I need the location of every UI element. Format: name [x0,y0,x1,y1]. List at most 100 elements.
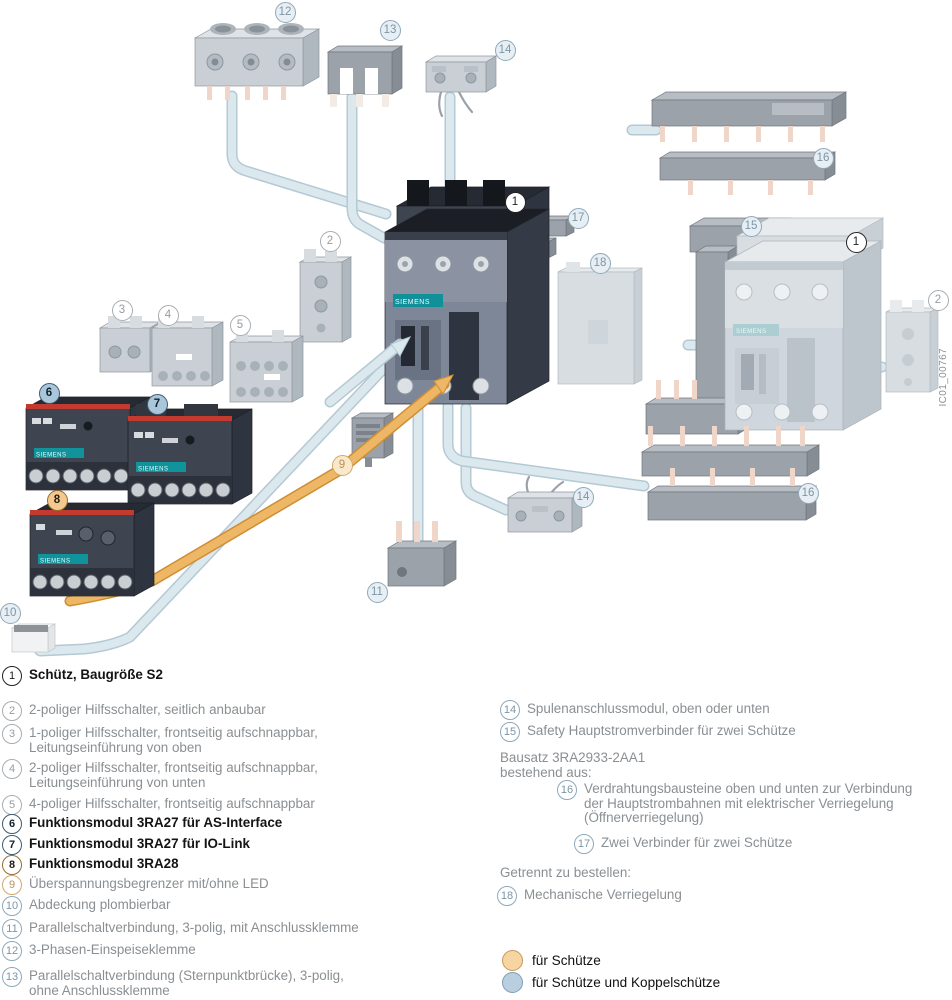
callout-16: 16 [797,482,819,504]
color-key-blue: für Schütze und Koppelschütze [502,972,720,993]
legend-label: 3-Phasen-Einspeiseklemme [29,942,196,957]
callout-9: 9 [331,454,353,476]
callout-1: 1 [504,191,526,213]
part-coil-connection-module-bottom [506,491,584,533]
part-brand-label: SIEMENS [138,467,169,473]
cable-arrowhead [433,374,455,395]
legend-note-line: Getrennt zu bestellen: [500,865,632,880]
part-aux-switch-2pole-front [151,316,224,387]
legend-callout-17: 17 [574,834,594,854]
legend-callout-2: 2 [2,701,22,721]
legend-callout-5: 5 [2,795,22,815]
legend-callout-7: 7 [2,835,22,855]
cable-arrowhead [390,336,412,357]
callout-4: 4 [157,304,179,326]
part-aux-switch-4pole-front [229,330,304,403]
callout-5: 5 [229,314,251,336]
figure-id: IC01_00767 [938,348,949,407]
part-three-phase-feeder-terminal [193,23,321,100]
legend-item-6: 6 Funktionsmodul 3RA27 für AS-Interface [2,814,282,834]
callout-11: 11 [366,581,388,603]
part-coil-connection-module-top [424,55,498,93]
legend-label: 2-poliger Hilfsschalter, frontseitig auf… [29,760,318,775]
legend-item-7: 7 Funktionsmodul 3RA27 für IO-Link [2,835,250,855]
color-key-swatch-tan [502,950,523,971]
cable-blue [460,402,512,516]
legend-label: Schütz, Baugröße S2 [29,667,163,682]
cable-blue [324,338,406,408]
legend-label: Safety Hauptstromverbinder für zwei Schü… [527,723,796,738]
part-brand-label: SIEMENS [36,453,67,459]
callout-13: 13 [379,19,401,41]
legend-callout-8: 8 [2,855,22,875]
legend-callout-3: 3 [2,724,22,744]
callout-8: 8 [46,489,68,511]
part-wiring-module-bottom [640,426,821,477]
callout-14: 14 [494,39,516,61]
legend-label: Mechanische Verriegelung [524,887,682,902]
legend-label: Spulenanschlussmodul, oben oder unten [527,701,770,716]
color-key-tan: für Schütze [502,950,601,971]
color-key-label: für Schütze [532,953,601,968]
callout-18: 18 [589,252,611,274]
callout-16: 16 [812,147,834,169]
legend-item-14: 14 Spulenanschlussmodul, oben oder unten [500,700,770,720]
callout-3: 3 [111,299,133,321]
legend-note-line: bestehend aus: [500,764,592,780]
callout-17: 17 [567,207,589,229]
cable-blue [346,91,390,244]
legend-callout-16: 16 [557,780,577,800]
legend-callout-15: 15 [500,722,520,742]
callout-12: 12 [274,1,296,23]
legend-callout-6: 6 [2,814,22,834]
legend-label: ohne Anschlussklemme [29,982,170,998]
color-key-label: für Schütze und Koppelschütze [532,975,721,990]
part-contactor-s2: SIEMENS [384,208,550,405]
cable-wire [457,90,474,114]
part-wiring-module-top-2 [658,151,837,195]
legend-label: Parallelschaltverbindung, 3-polig, mit A… [29,920,359,935]
cable-wire [438,90,444,118]
part-brand-label: SIEMENS [736,329,767,335]
legend-label: Zwei Verbinder für zwei Schütze [601,835,793,850]
legend-item-5: 5 4-poliger Hilfsschalter, frontseitig au… [2,795,315,815]
legend-item-8: 8 Funktionsmodul 3RA28 [2,855,179,875]
legend-label: 1-poliger Hilfsschalter, frontseitig auf… [29,725,318,740]
cable-blue [226,90,392,220]
legend-item-3: 3 1-poliger Hilfsschalter, frontseitig au… [2,724,318,755]
legend-callout-10: 10 [2,896,22,916]
part-aux-switch-1pole-front [98,316,162,373]
part-function-module-3ra28: SIEMENS [29,502,155,597]
legend-item-17: 17 Zwei Verbinder für zwei Schütze [574,834,792,854]
legend-label: Funktionsmodul 3RA28 [29,856,179,871]
part-parallel-link-with-terminal [386,521,458,587]
legend-label: Parallelschaltverbindung (Sternpunktbrüc… [29,968,344,983]
callout-7: 7 [146,393,168,415]
legend-label: Funktionsmodul 3RA27 für AS-Interface [29,815,283,830]
cable-blue [442,400,650,492]
legend-label: Funktionsmodul 3RA27 für IO-Link [29,836,250,851]
legend-callout-14: 14 [500,700,520,720]
cable-blue [34,339,412,657]
legend-label: (Öffnerverriegelung) [584,810,704,826]
legend-label: 4-poliger Hilfsschalter, frontseitig auf… [29,796,315,811]
part-wiring-module-bottom-2 [646,468,818,521]
part-aux-switch-ghost-side [885,300,939,393]
legend-label: 2-poliger Hilfsschalter, seitlich anbaub… [29,702,266,717]
legend-label: der Hauptstrombahnen mit elektrischer Ve… [584,795,894,811]
callout-14: 14 [572,486,594,508]
callout-6: 6 [38,382,60,404]
legend-callout-9: 9 [2,875,22,895]
legend-item-15: 15 Safety Hauptstromverbinder für zwei Sc… [500,722,796,742]
legend-callout-13: 13 [2,967,22,987]
callout-2: 2 [319,230,341,252]
callout-15: 15 [740,215,762,237]
